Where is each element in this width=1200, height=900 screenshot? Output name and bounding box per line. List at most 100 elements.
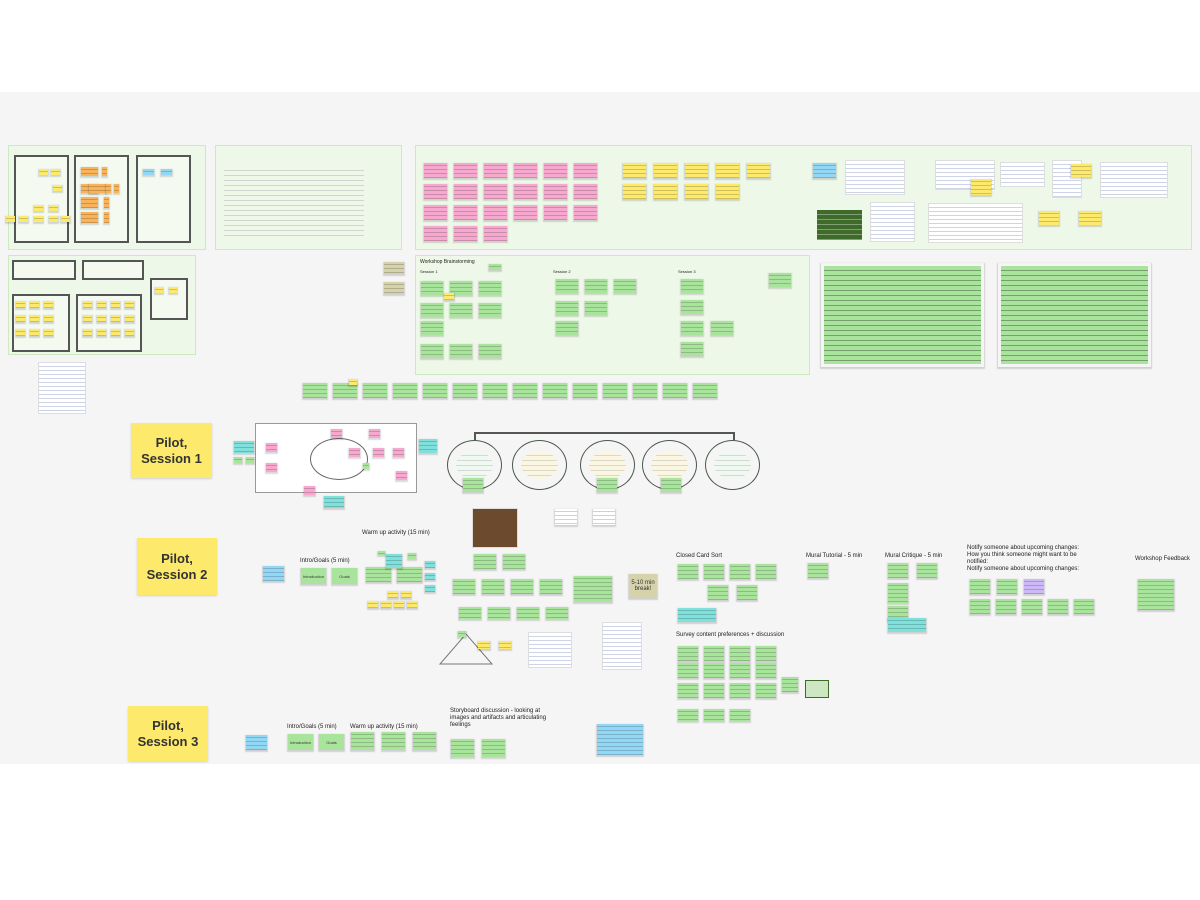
sticky-note[interactable]: [622, 183, 647, 200]
sticky-note[interactable]: [684, 162, 709, 179]
sticky-note[interactable]: [729, 662, 751, 679]
sticky-note[interactable]: [1047, 598, 1069, 615]
study-description-note[interactable]: [997, 262, 1152, 368]
sticky-note[interactable]: [729, 645, 751, 662]
sticky-note[interactable]: [516, 606, 540, 620]
sticky-note[interactable]: [233, 456, 243, 464]
sticky-note[interactable]: [613, 278, 637, 294]
sticky-note[interactable]: [80, 166, 99, 177]
sticky-note[interactable]: [680, 320, 704, 336]
sticky-note[interactable]: [393, 600, 405, 609]
sticky-note[interactable]: [543, 183, 568, 200]
sticky-note[interactable]: [33, 215, 44, 223]
sticky-note[interactable]: [124, 300, 135, 309]
sticky-note[interactable]: [110, 328, 121, 337]
sticky-note[interactable]: [362, 382, 388, 399]
sticky-note[interactable]: [462, 477, 484, 493]
sticky-note[interactable]: [653, 162, 678, 179]
sticky-note[interactable]: [350, 731, 375, 751]
sticky-note[interactable]: [82, 328, 93, 337]
sticky-note[interactable]: [887, 562, 909, 579]
sticky-note[interactable]: [662, 382, 688, 399]
sticky-note[interactable]: [418, 438, 438, 454]
sticky-note[interactable]: [101, 166, 108, 177]
sticky-note[interactable]: [103, 211, 110, 224]
sticky-note[interactable]: [377, 550, 386, 556]
sticky-note[interactable]: [1078, 210, 1102, 226]
sticky-note[interactable]: [707, 584, 729, 601]
sticky-note[interactable]: [1070, 163, 1092, 178]
sticky-note[interactable]: [887, 617, 927, 633]
s2-introduction-note[interactable]: Introduction: [300, 567, 327, 585]
sticky-note[interactable]: [423, 225, 448, 242]
sticky-note[interactable]: [15, 300, 26, 309]
sticky-note[interactable]: [453, 183, 478, 200]
sticky-note[interactable]: [424, 584, 436, 593]
sticky-note[interactable]: [488, 263, 502, 271]
sticky-note[interactable]: [1073, 598, 1095, 615]
sticky-note[interactable]: [592, 508, 616, 526]
sticky-note[interactable]: [365, 566, 392, 583]
sticky-note[interactable]: [477, 640, 491, 650]
sticky-note[interactable]: [483, 204, 508, 221]
sticky-note[interactable]: [449, 280, 473, 296]
sticky-note[interactable]: [452, 578, 476, 595]
sticky-note[interactable]: [15, 328, 26, 337]
sticky-note[interactable]: [584, 300, 608, 316]
sticky-note[interactable]: [43, 314, 54, 323]
sticky-note[interactable]: [424, 560, 436, 569]
sticky-note[interactable]: [422, 382, 448, 399]
sticky-note[interactable]: [458, 606, 482, 620]
sticky-note[interactable]: [452, 382, 478, 399]
document-image[interactable]: [845, 160, 905, 195]
sticky-note[interactable]: [18, 215, 29, 223]
sticky-note[interactable]: [680, 341, 704, 357]
storyboard-ellipse[interactable]: [447, 440, 502, 490]
sticky-note[interactable]: [303, 485, 316, 496]
sticky-note[interactable]: [677, 563, 699, 580]
sticky-note[interactable]: [103, 196, 110, 209]
sticky-note[interactable]: [124, 328, 135, 337]
sticky-note[interactable]: [105, 183, 112, 194]
sticky-note[interactable]: [1137, 578, 1175, 611]
sticky-note[interactable]: [396, 566, 423, 583]
dark-green-note[interactable]: [812, 205, 867, 245]
sticky-note[interactable]: [684, 183, 709, 200]
document-image[interactable]: [928, 203, 1023, 243]
sticky-note[interactable]: [781, 676, 799, 693]
sticky-note[interactable]: [768, 272, 792, 288]
sticky-note[interactable]: [715, 162, 740, 179]
sticky-note[interactable]: [555, 278, 579, 294]
sticky-note[interactable]: [29, 314, 40, 323]
sticky-note[interactable]: [262, 565, 285, 582]
sticky-note[interactable]: [1021, 598, 1043, 615]
sticky-note[interactable]: [383, 261, 405, 275]
sticky-note[interactable]: [424, 572, 436, 581]
sticky-note[interactable]: [449, 302, 473, 318]
sticky-note[interactable]: [383, 281, 405, 295]
sticky-note[interactable]: [596, 477, 618, 493]
sticky-note[interactable]: [50, 168, 61, 176]
sticky-note[interactable]: [29, 300, 40, 309]
sticky-note[interactable]: [392, 447, 405, 458]
sticky-note[interactable]: [481, 578, 505, 595]
sticky-note[interactable]: [677, 662, 699, 679]
sticky-note[interactable]: [368, 428, 381, 439]
sticky-note[interactable]: [995, 598, 1017, 615]
sticky-note[interactable]: [367, 600, 379, 609]
sticky-note[interactable]: [420, 280, 444, 296]
consent-text-note[interactable]: [820, 262, 985, 368]
sticky-note[interactable]: [555, 300, 579, 316]
sticky-note[interactable]: [48, 215, 59, 223]
sticky-note[interactable]: [746, 162, 771, 179]
sticky-note[interactable]: [498, 640, 512, 650]
sticky-note[interactable]: [348, 378, 358, 386]
break-note[interactable]: 5-10 min break!: [628, 573, 658, 599]
sticky-note[interactable]: [755, 662, 777, 679]
sticky-note[interactable]: [332, 382, 358, 399]
s3-goals-note[interactable]: Goals: [318, 733, 345, 751]
storyboard-ellipse[interactable]: [580, 440, 635, 490]
sticky-note[interactable]: [43, 300, 54, 309]
recruiting-notes-frame[interactable]: [215, 145, 402, 250]
sticky-note[interactable]: [245, 734, 268, 751]
